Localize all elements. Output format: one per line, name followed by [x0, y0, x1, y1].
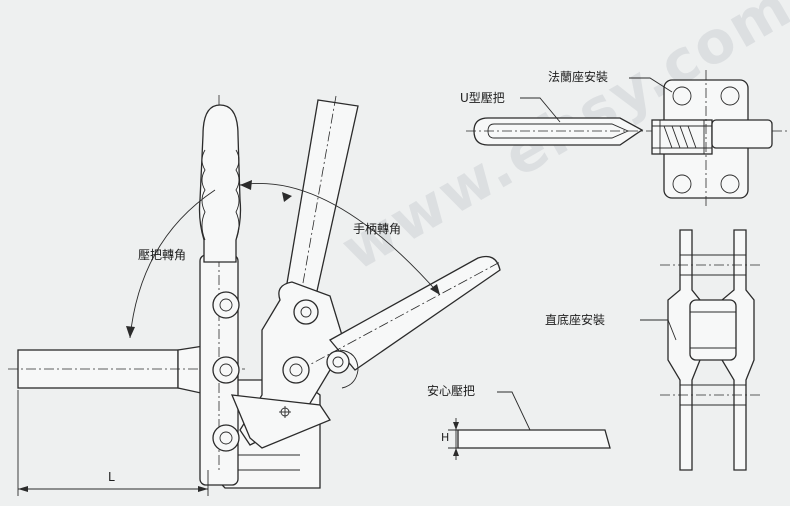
dimension-L-label: L: [108, 470, 115, 484]
vertical-handle-grip: [198, 104, 242, 263]
straight-base-side-view: [660, 229, 760, 471]
flange-mount-top-view: [651, 70, 773, 206]
handle-rotation-label: 手柄轉角: [353, 222, 402, 236]
pivot-pins: [212, 291, 350, 452]
leader-lines: [497, 77, 677, 431]
flange-mount-label: 法蘭座安裝: [548, 70, 609, 84]
dimension-H-label: H: [441, 431, 450, 444]
rotation-arcs: [126, 180, 441, 339]
safety-arm-profile: [448, 418, 611, 460]
safety-arm-label: 安心壓把: [427, 384, 476, 398]
u-arm-top-view: [466, 117, 790, 146]
u-arm-label: U型壓把: [460, 91, 505, 105]
arm-rotation-label: 壓把轉角: [138, 248, 187, 262]
dimension-L: [17, 390, 209, 496]
straight-base-mount-label: 直底座安裝: [545, 313, 606, 327]
